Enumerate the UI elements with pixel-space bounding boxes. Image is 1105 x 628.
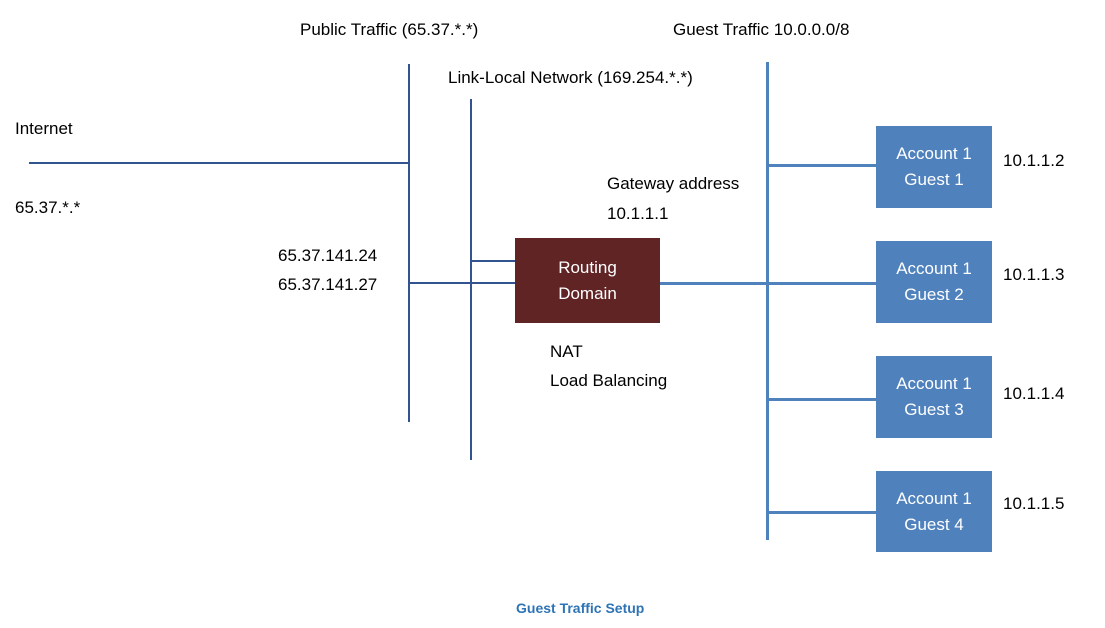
internet-label: Internet — [15, 119, 73, 138]
guest-box-3-line1: Account 1 — [896, 374, 972, 393]
guest4-ip-label: 10.1.1.5 — [1003, 494, 1065, 513]
gateway-address-label: Gateway address 10.1.1.1 — [607, 169, 739, 229]
load-balancing-label: Load Balancing — [550, 371, 668, 390]
guest-box-1-line1: Account 1 — [896, 144, 972, 163]
public-to-routing-connector — [409, 282, 516, 284]
guest-traffic-label: Guest Traffic 10.0.0.0/8 — [673, 20, 850, 39]
guest-box-2-line2: Guest 2 — [904, 285, 964, 304]
guest-box-4-line2: Guest 4 — [904, 514, 964, 534]
public-ip-1: 65.37.141.24 — [278, 246, 378, 265]
public-ip-list: 65.37.141.24 65.37.141.27 — [278, 241, 377, 299]
guest-box-2-line1: Account 1 — [896, 259, 972, 278]
link-local-vline — [470, 99, 472, 460]
gateway-address-line2: 10.1.1.1 — [607, 204, 669, 223]
internet-line — [29, 162, 409, 164]
guest2-ip-label: 10.1.1.3 — [1003, 265, 1065, 284]
public-traffic-label: Public Traffic (65.37.*.*) — [300, 20, 479, 39]
guest-box-1: Account 1 Guest 1 — [876, 126, 992, 208]
guest-box-2: Account 1 Guest 2 — [876, 241, 992, 323]
link-local-label: Link-Local Network (169.254.*.*) — [448, 68, 693, 87]
nat-label: NAT — [550, 342, 583, 361]
routing-domain-line1: Routing — [558, 257, 617, 277]
routing-to-guest2-connector — [660, 282, 876, 285]
guest-box-1-line2: Guest 1 — [904, 170, 964, 189]
figure-caption: Guest Traffic Setup — [516, 600, 645, 616]
gateway-address-line1: Gateway address — [607, 174, 740, 193]
guest-box-3-line2: Guest 3 — [904, 400, 964, 419]
public-traffic-vline — [408, 64, 410, 422]
guest1-ip-label: 10.1.1.2 — [1003, 151, 1065, 170]
guest3-connector — [768, 398, 876, 401]
guest-box-3: Account 1 Guest 3 — [876, 356, 992, 438]
link-local-to-routing-connector — [471, 260, 516, 262]
routing-domain-line2: Domain — [558, 283, 617, 303]
guest3-ip-label: 10.1.1.4 — [1003, 384, 1065, 403]
nat-load-balancing-label: NAT Load Balancing — [550, 337, 667, 395]
guest1-connector — [768, 164, 876, 167]
guest-traffic-vline — [766, 62, 769, 540]
public-ip-2: 65.37.141.27 — [278, 275, 378, 294]
internet-ip-label: 65.37.*.* — [15, 198, 81, 217]
guest-box-4: Account 1 Guest 4 — [876, 471, 992, 552]
guest4-connector — [768, 511, 876, 514]
guest-box-4-line1: Account 1 — [896, 488, 972, 508]
